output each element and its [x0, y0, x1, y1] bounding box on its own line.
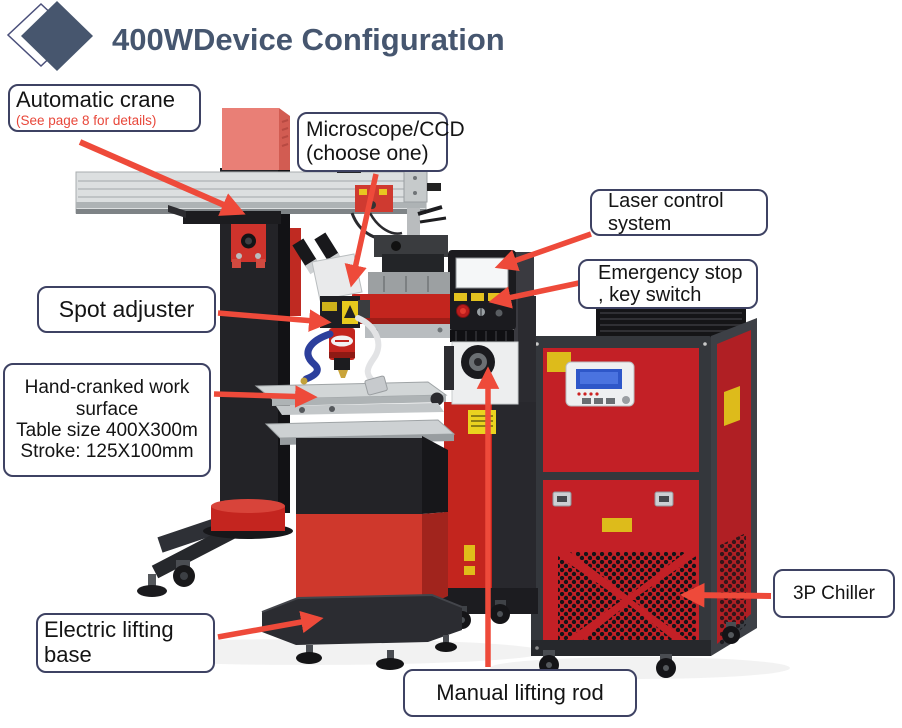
arrow-automatic-crane: [78, 139, 246, 216]
callout-electric-lifting-base: Electric lifting base: [36, 613, 215, 673]
arrow-spot-adjuster: [217, 309, 332, 332]
crane-top-box: [222, 108, 290, 170]
callout-automatic-crane: Automatic crane (See page 8 for details): [8, 84, 201, 132]
callout-microscope: Microscope/CCD (choose one): [297, 112, 465, 172]
lifting-base-pedestal: [261, 436, 463, 670]
chiller-vent-pattern: [558, 552, 696, 650]
chiller-display: [565, 361, 635, 407]
emergency-stop-button: [456, 304, 470, 318]
manual-rod-label: Manual lifting rod: [436, 679, 604, 705]
chiller-label: 3P Chiller: [792, 582, 876, 604]
key-switch: [477, 308, 485, 316]
callout-chiller: 3P Chiller: [773, 569, 895, 618]
spot-adjuster-nozzle: [329, 328, 355, 378]
work-surface-label: Hand-cranked work surface: [24, 377, 190, 420]
arrow-electric-base: [217, 610, 324, 640]
welder-body: [442, 250, 538, 629]
arrow-microscope: [344, 173, 379, 288]
page-title: 400WDevice Configuration: [112, 22, 505, 57]
laser-control-label: Laser control system: [608, 190, 724, 235]
emergency-label-line2: , key switch: [598, 284, 702, 306]
spot-adjuster-label: Spot adjuster: [58, 295, 195, 322]
callout-laser-control: Laser control system: [590, 189, 768, 236]
work-table: [254, 381, 456, 445]
arrow-emergency-stop: [488, 280, 580, 309]
arrow-laser-control: [494, 231, 592, 272]
crane-rail-bracket: [355, 185, 393, 212]
callout-spot-adjuster: Spot adjuster: [37, 286, 216, 333]
callout-emergency-stop: Emergency stop , key switch: [578, 259, 758, 309]
chiller-unit: [531, 308, 757, 678]
arrow-chiller: [679, 582, 772, 608]
automatic-crane-note: (See page 8 for details): [16, 112, 157, 128]
microscope-unit: [292, 232, 388, 396]
microscope-label-line2: (choose one): [306, 142, 429, 165]
work-surface-stroke: Stroke: 125X100mm: [20, 441, 194, 463]
chiller-handles: [552, 491, 674, 507]
crane-tower: [75, 108, 441, 597]
automatic-crane-label: Automatic crane: [16, 87, 175, 113]
logo-diamond-icon: [6, 1, 93, 71]
tower-base: [137, 499, 293, 597]
emergency-label-line1: Emergency stop: [598, 261, 743, 284]
electric-base-label: Electric lifting base: [44, 617, 174, 667]
leveling-feet: [296, 635, 457, 670]
hoist-carriage: [168, 205, 281, 268]
work-surface-size: Table size 400X300m: [16, 420, 198, 441]
callout-manual-lifting-rod: Manual lifting rod: [403, 669, 637, 717]
microscope-label-line1: Microscope/CCD: [306, 118, 465, 142]
arrow-work-surface: [213, 385, 318, 408]
callout-work-surface: Hand-cranked work surface Table size 400…: [3, 363, 211, 477]
leader-arrows: [78, 139, 772, 667]
